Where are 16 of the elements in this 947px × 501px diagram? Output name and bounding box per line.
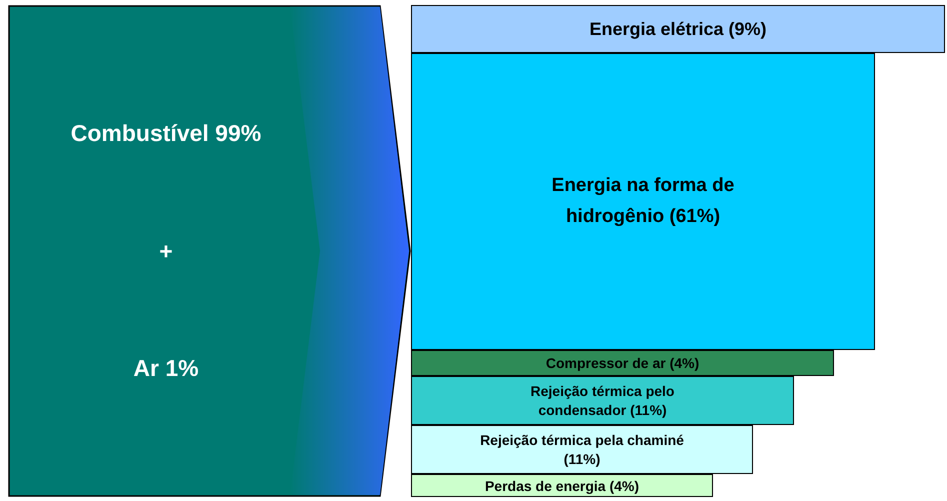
output-bar xyxy=(411,5,945,53)
output-bar xyxy=(411,474,713,497)
node-label: Ar 1% xyxy=(132,354,200,384)
output-bar xyxy=(411,376,794,425)
node-label: Rejeição térmica pela chaminé (11%) xyxy=(479,431,685,468)
output-bar xyxy=(411,425,753,474)
node-label: Compressor de ar (4%) xyxy=(546,355,700,371)
node-label: Rejeição térmica pelo condensador (11%) xyxy=(530,382,676,419)
node-label: + xyxy=(158,236,174,266)
node-label: Perdas de energia (4%) xyxy=(484,478,640,494)
node-label: Combustível 99% xyxy=(70,119,262,148)
output-bar xyxy=(411,53,875,350)
node-label: Energia na forma de hidrogênio (61%) xyxy=(550,174,736,228)
node-label: Energia elétrica (9%) xyxy=(589,18,767,40)
output-bar xyxy=(411,350,834,376)
input-arrow-box xyxy=(8,5,411,497)
